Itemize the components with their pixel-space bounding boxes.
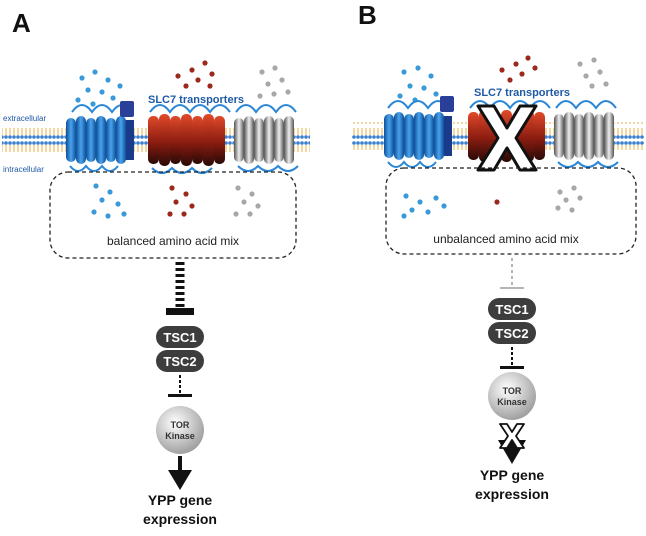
panel-a: A SLC7 transporters extracellular intrac… (2, 8, 310, 527)
transporter-icon (234, 104, 299, 172)
output-line1: YPP gene (148, 492, 213, 508)
blue-amino-acids-extracellular (75, 69, 123, 107)
red-amino-acids-intracellular (167, 185, 195, 217)
red-amino-acids-extracellular (175, 60, 215, 89)
intracellular-label: intracellular (3, 165, 44, 174)
panel-b: B SLC7 transporters (352, 0, 644, 502)
tsc1-label: TSC1 (163, 330, 196, 345)
transporter-icon (66, 101, 134, 172)
red-amino-acids-extracellular (499, 55, 538, 83)
gray-amino-acids-extracellular (577, 57, 609, 89)
arrowhead (168, 470, 192, 490)
blue-amino-acids-extracellular (397, 65, 439, 103)
tsc2-label: TSC2 (495, 326, 528, 341)
tor-label-line1: TOR (503, 386, 522, 396)
inhibition-bar (166, 308, 194, 315)
blue-amino-acids-intracellular (91, 183, 127, 219)
gray-amino-acids-intracellular (233, 185, 261, 217)
blue-cube-icon (440, 96, 454, 112)
inhibition-bar (500, 366, 524, 369)
mix-label: balanced amino acid mix (107, 234, 239, 248)
mix-label: unbalanced amino acid mix (433, 232, 578, 246)
tsc1-label: TSC1 (495, 302, 528, 317)
cross-icon (499, 423, 525, 449)
slc7-transporters-label: SLC7 transporters (474, 87, 570, 99)
tsc1-node (156, 326, 204, 348)
output-line2: expression (143, 511, 217, 527)
transporter-icon (554, 100, 619, 168)
transporter-icon (148, 104, 231, 174)
tsc2-node (156, 350, 204, 372)
cytoplasm-box (385, 167, 637, 255)
tor-label-line2: Kinase (497, 397, 527, 407)
slc7-transporters-label: SLC7 transporters (148, 94, 244, 106)
tsc2-node (488, 322, 536, 344)
blue-amino-acids-intracellular (401, 193, 447, 219)
tor-label-line2: Kinase (165, 431, 195, 441)
red-amino-acid-intracellular (494, 199, 500, 205)
panel-b-letter: B (358, 0, 377, 30)
blue-cube-icon (120, 101, 134, 117)
tsc2-label: TSC2 (163, 354, 196, 369)
cross-icon (476, 104, 538, 172)
cytoplasm-box (49, 171, 297, 259)
output-line1: YPP gene (480, 467, 545, 483)
gray-amino-acids-extracellular (257, 65, 291, 99)
tor-label-line1: TOR (171, 420, 190, 430)
transporter-icon (384, 96, 454, 168)
tor-kinase-node (156, 406, 204, 454)
panel-a-letter: A (12, 8, 31, 38)
gray-amino-acids-intracellular (555, 185, 583, 213)
tor-kinase-node (488, 372, 536, 420)
extracellular-label: extracellular (3, 114, 46, 123)
output-line2: expression (475, 486, 549, 502)
inhibition-bar (500, 287, 524, 289)
tsc1-node (488, 298, 536, 320)
inhibition-bar (168, 394, 192, 397)
